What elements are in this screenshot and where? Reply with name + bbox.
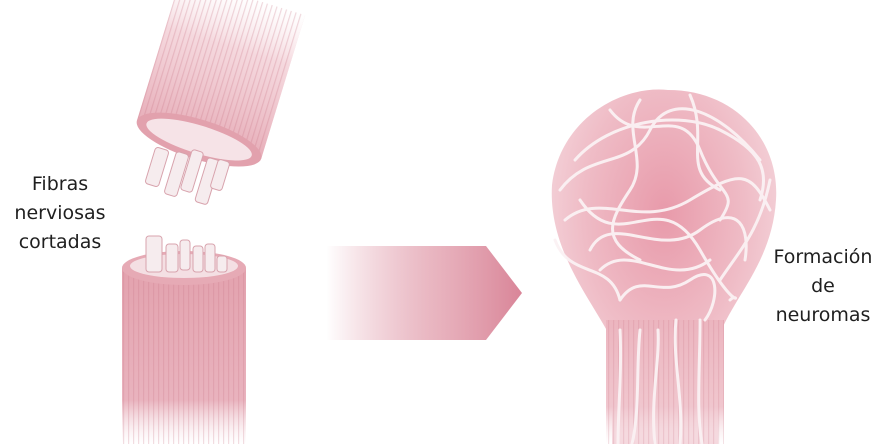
lower-nerve-stump: [122, 251, 246, 444]
process-arrow: [326, 246, 522, 340]
left-label-line-2: nerviosas: [4, 199, 116, 228]
right-label-line-1: Formación: [766, 243, 880, 272]
neuroma-formation-label: Formación de neuromas: [766, 243, 880, 330]
lower-protruding-fibers: [146, 236, 227, 272]
left-label-line-3: cortadas: [4, 228, 116, 257]
cut-nerve-fibers-label: Fibras nerviosas cortadas: [4, 170, 116, 257]
right-label-line-2: de: [766, 272, 880, 301]
right-label-line-3: neuromas: [766, 301, 880, 330]
left-label-line-1: Fibras: [4, 170, 116, 199]
